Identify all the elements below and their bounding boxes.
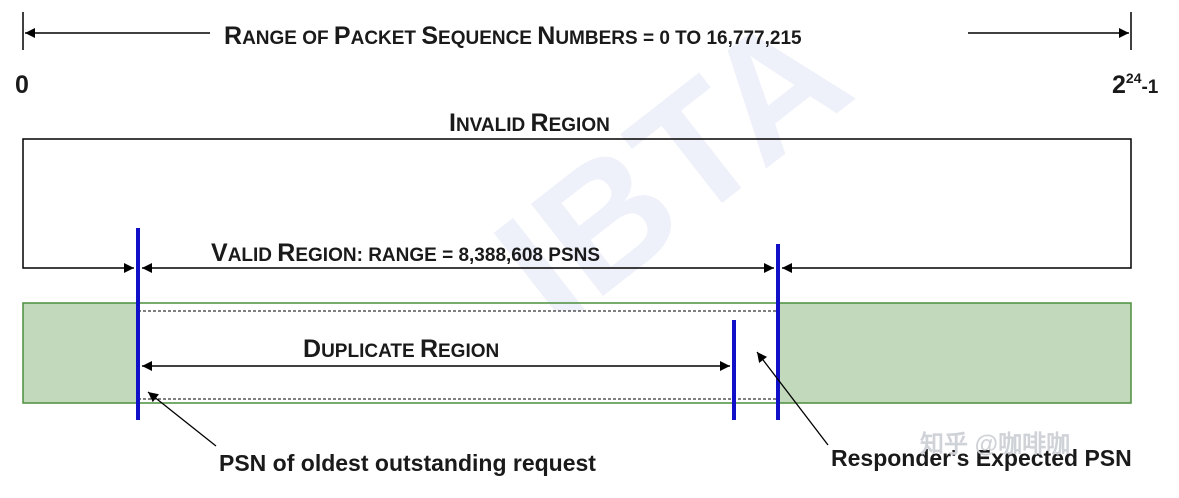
green-bar-left (22, 302, 139, 404)
green-bar-right (777, 302, 1132, 404)
invalid-region-label: INVALID REGION (449, 109, 610, 137)
invalid-region-outline-left (22, 138, 1132, 269)
expected-psn-annotation: Responder's Expected PSN (831, 445, 1132, 471)
axis-min-label: 0 (15, 71, 29, 99)
axis-max-label: 224-1 (1112, 70, 1159, 99)
valid-region-label: VALID REGION: RANGE = 8,388,608 PSNS (211, 239, 600, 267)
valid-window-box (137, 310, 779, 400)
oldest-request-annotation: PSN of oldest outstanding request (219, 450, 596, 476)
oldest-request-leader (147, 391, 217, 447)
expected-psn-leader (756, 351, 829, 446)
corner-watermark: 知乎 @咖啡咖 (920, 431, 1070, 458)
duplicate-region-label: DUPLICATE REGION (303, 335, 499, 363)
range-title: RANGE OF PACKET SEQUENCE NUMBERS = 0 TO … (224, 22, 802, 50)
